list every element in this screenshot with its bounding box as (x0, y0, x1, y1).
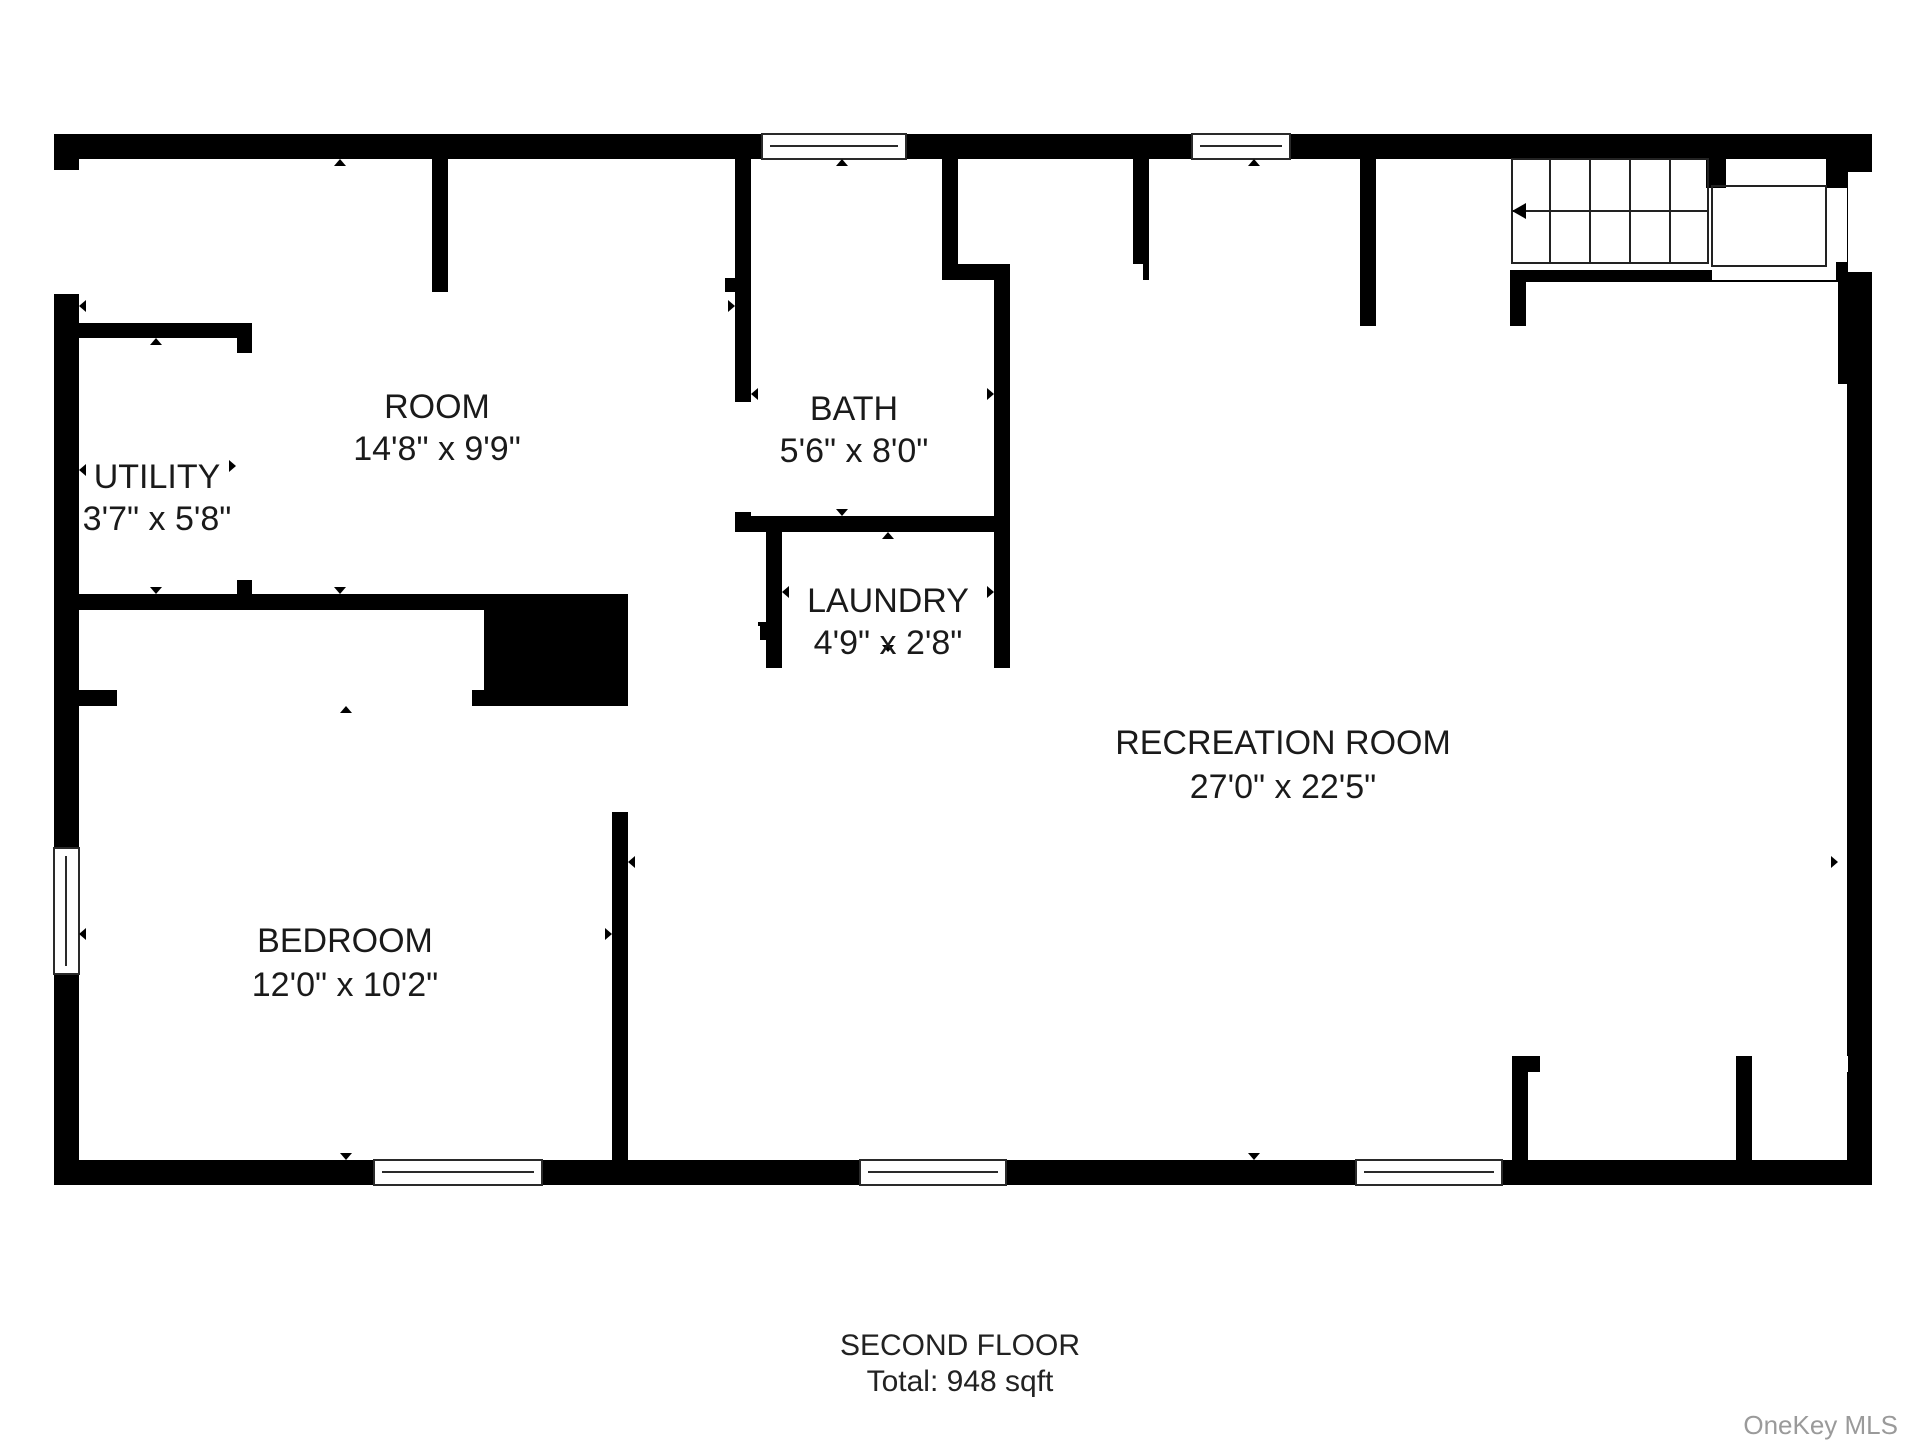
floor-total-area: Total: 948 sqft (866, 1365, 1054, 1398)
opening-room-bath (735, 402, 751, 512)
stair-arrow-icon (1512, 203, 1526, 219)
wall-bath-closet-bottom (942, 264, 1010, 280)
marker-laundry-bottom (882, 645, 894, 652)
marker-bath-bottom (836, 509, 848, 516)
marker-bedroom-bottom (340, 1153, 352, 1160)
recreation-dims: 27'0" x 22'5" (1190, 768, 1376, 806)
marker-bath-top (836, 159, 848, 166)
wall-utility-top (79, 323, 251, 338)
room-name: ROOM (384, 388, 490, 426)
laundry-dims: 4'9" x 2'8" (814, 624, 963, 662)
window-top-center (1191, 133, 1291, 160)
wall-laundry-left-stub (758, 622, 782, 638)
opening-laundry (782, 652, 994, 668)
opening-room-closet (448, 278, 725, 292)
opening-right-jog (1848, 172, 1872, 272)
utility-name: UTILITY (94, 458, 221, 496)
marker-rec-top (1248, 159, 1260, 166)
marker-bedroom-top (340, 706, 352, 713)
wall-left (54, 134, 79, 1185)
wall-bedroom-top-left (79, 690, 117, 706)
staircase (1511, 158, 1827, 267)
wall-stair-end (1826, 154, 1848, 188)
stair-landing (1711, 185, 1827, 267)
opening-closet-e (1752, 1056, 1848, 1072)
room-dims: 14'8" x 9'9" (353, 430, 521, 468)
wall-bath-closet-right (1133, 154, 1149, 280)
marker-bedroom-right (605, 928, 612, 940)
marker-laundry-right (987, 586, 994, 598)
marker-room-bottom (334, 587, 346, 594)
wall-bath-left (735, 154, 751, 404)
window-bottom-rec-left (859, 1159, 1007, 1186)
marker-laundry-top (882, 532, 894, 539)
wall-bath-bottom (735, 516, 1010, 532)
wall-room-closet-base (432, 280, 446, 292)
opening-closet-a (1376, 310, 1510, 326)
marker-bath-right (987, 388, 994, 400)
wall-bath-closet-left (942, 154, 958, 280)
wall-bedroom-right-top (612, 690, 628, 706)
bath-name: BATH (810, 390, 898, 428)
wall-closet-d-top (1512, 1056, 1540, 1072)
wall-closet-b (1510, 270, 1526, 326)
recreation-name: RECREATION ROOM (1115, 724, 1451, 762)
window-top-bath (761, 133, 907, 160)
window-bottom-rec-right (1355, 1159, 1503, 1186)
bedroom-dims: 12'0" x 10'2" (252, 966, 438, 1004)
watermark-logo: OneKey MLS (1743, 1410, 1898, 1440)
wall-bedroom-right (612, 812, 628, 1170)
wall-chimney-right (612, 626, 628, 706)
bath-dims: 5'6" x 8'0" (780, 432, 929, 470)
laundry-name: LAUNDRY (807, 582, 969, 620)
floor-name: SECOND FLOOR (839, 1329, 1081, 1362)
bedroom-name: BEDROOM (257, 922, 433, 960)
wall-bath-right (994, 278, 1010, 668)
window-bottom-bedroom (373, 1159, 543, 1186)
window-left-bedroom (53, 847, 80, 975)
wall-top (54, 134, 1872, 159)
opening-bath-closet (1010, 264, 1143, 280)
marker-room-top (334, 159, 346, 166)
marker-utility-right (229, 460, 236, 472)
wall-closet-a (1360, 154, 1376, 326)
wall-closet-d (1512, 1056, 1528, 1170)
opening-bedroom-closet (117, 690, 472, 706)
room-labels: UTILITY 3'7" x 5'8" ROOM 14'8" x 9'9" BA… (83, 388, 1451, 1004)
wall-chimney-step (484, 594, 628, 627)
wall-room-bottom (79, 594, 499, 610)
opening-closet-d (1540, 1056, 1736, 1072)
wall-right-jog (1838, 280, 1872, 384)
marker-utility-left (79, 464, 86, 476)
windows (53, 133, 1503, 1186)
dimension-markers (79, 159, 1838, 1160)
marker-rec-right (1831, 856, 1838, 868)
opening-hall (628, 626, 760, 640)
opening-closet-stair (1712, 266, 1836, 280)
wall-utility-right (237, 323, 252, 353)
utility-dims: 3'7" x 5'8" (83, 500, 232, 538)
marker-laundry-left (782, 586, 789, 598)
marker-bedroom-left (79, 928, 86, 940)
marker-rec-left (628, 856, 635, 868)
marker-utility-bottom (150, 587, 162, 594)
opening-utility-door (237, 353, 252, 580)
wall-closet-e (1736, 1056, 1752, 1170)
marker-utility-top (150, 338, 162, 345)
marker-bath-left (751, 388, 758, 400)
wall-laundry-left (766, 530, 782, 668)
opening-bedroom-door (612, 706, 628, 812)
marker-rec-bottom (1248, 1153, 1260, 1160)
wall-stair-top (1706, 154, 1726, 188)
wall-closet-e-top (1736, 1056, 1752, 1072)
opening-left-top (54, 170, 79, 294)
wall-room-closet (432, 154, 448, 292)
wall-stair-bottom (1836, 262, 1850, 280)
wall-bedroom-top-right (472, 690, 628, 706)
marker-room-left (79, 300, 86, 312)
marker-room-right (728, 300, 735, 312)
